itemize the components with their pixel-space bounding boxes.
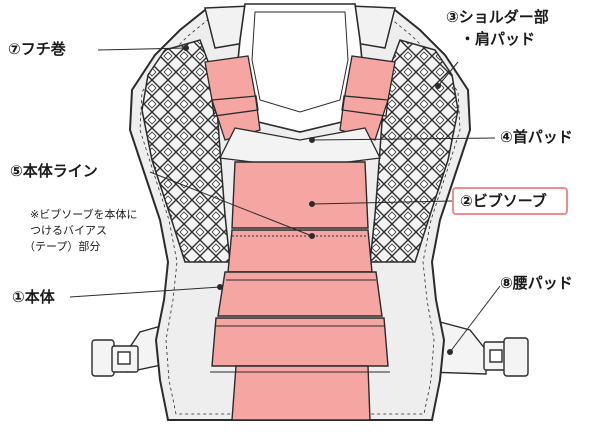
label-binding-edge: ⑦フチ巻 bbox=[8, 40, 66, 58]
neck-opening bbox=[251, 11, 349, 113]
note-line-1: ※ビブソーブを本体に bbox=[30, 208, 138, 221]
label-waist-pad: ⑧腰パッド bbox=[500, 274, 573, 292]
label-bib-sove: ②ビブソーブ bbox=[460, 192, 547, 210]
neck-pad bbox=[219, 127, 381, 169]
bib-sove bbox=[211, 161, 389, 421]
label-body-line: ⑤本体ライン bbox=[10, 162, 98, 180]
label-main-body: ①本体 bbox=[12, 288, 55, 306]
leader-lines bbox=[69, 45, 501, 355]
label-neck-pad: ④首パッド bbox=[500, 128, 573, 146]
shoulder-pads bbox=[204, 55, 396, 141]
note-line-2: つけるバイアス bbox=[30, 224, 107, 237]
body-lines bbox=[210, 235, 390, 373]
label-shoulder-pad-line2: ・肩パッド bbox=[460, 30, 536, 48]
bib-sove-highlight-box: ②ビブソーブ bbox=[452, 187, 568, 215]
label-shoulder-pad-line1: ③ショルダー部 bbox=[446, 8, 549, 26]
note-line-3: （テープ）部分 bbox=[24, 240, 101, 253]
